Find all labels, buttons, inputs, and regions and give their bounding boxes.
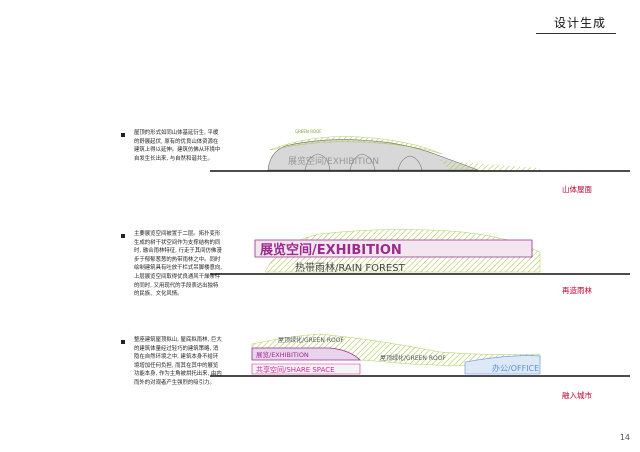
ground-green-hatch <box>440 160 540 171</box>
roof-green-hatch <box>269 136 443 155</box>
exhibition-label: 展览/EXHIBITION <box>256 350 309 359</box>
roof-top-label: 屋顶绿化/GREEN ROOF <box>278 336 344 344</box>
share-space <box>251 363 361 375</box>
page-number: 14 <box>619 433 630 442</box>
page-title: 设计生成 <box>553 16 606 30</box>
rainforest-diagram: 展览空间/EXHIBITION 热带雨林/RAIN FOREST <box>210 229 630 275</box>
section-2-main-label: 展览空间/EXHIBITION <box>260 242 402 258</box>
tree-columns <box>304 153 423 171</box>
exhibition-band <box>254 239 533 258</box>
urban-integration-diagram: 屋顶绿化/GREEN ROOF 屋顶绿化/GREEN ROOF 展览/EXHIB… <box>210 333 630 377</box>
section-2-sub-label: 热带雨林/RAIN FOREST <box>295 261 406 274</box>
exhibition-space <box>251 347 361 361</box>
section-1-description: 屋顶的形式如同山体基延衍生, 平缓的舒展起伏, 原有的优良山体资源在建筑上得以延… <box>134 130 221 162</box>
roof-mid-label: 屋顶绿化/GREEN ROOF <box>380 354 446 362</box>
bullet-icon <box>121 340 125 344</box>
mountain-roof-diagram: GREEN ROOF 展览空间/EXHIBITION <box>210 129 630 172</box>
section-3-caption: 融入城市 <box>562 391 592 400</box>
office-label: 办公/OFFICE <box>492 363 539 373</box>
section-2-caption: 再造雨林 <box>562 286 592 295</box>
section-1-small-label: GREEN ROOF <box>295 129 322 134</box>
title-divider <box>536 33 616 34</box>
bullet-icon <box>121 133 125 137</box>
bullet-icon <box>121 234 125 238</box>
section-3-description: 整座建筑屋顶拟山, 屋底拟雨林, 巨大的建筑体量经过轻巧的建筑策略, 消隐在自然… <box>134 337 222 386</box>
section-1-main-label: 展览空间/EXHIBITION <box>288 155 379 167</box>
section-1-caption: 山体屋面 <box>562 185 592 194</box>
office-space <box>464 355 541 375</box>
share-space-label: 共享空间/SHARE SPACE <box>256 365 335 374</box>
section-2-description: 主要展览空间被置于二层。拓扑变形生成的树干状空间作为支撑结构的同时, 融合雨林特… <box>134 231 222 298</box>
